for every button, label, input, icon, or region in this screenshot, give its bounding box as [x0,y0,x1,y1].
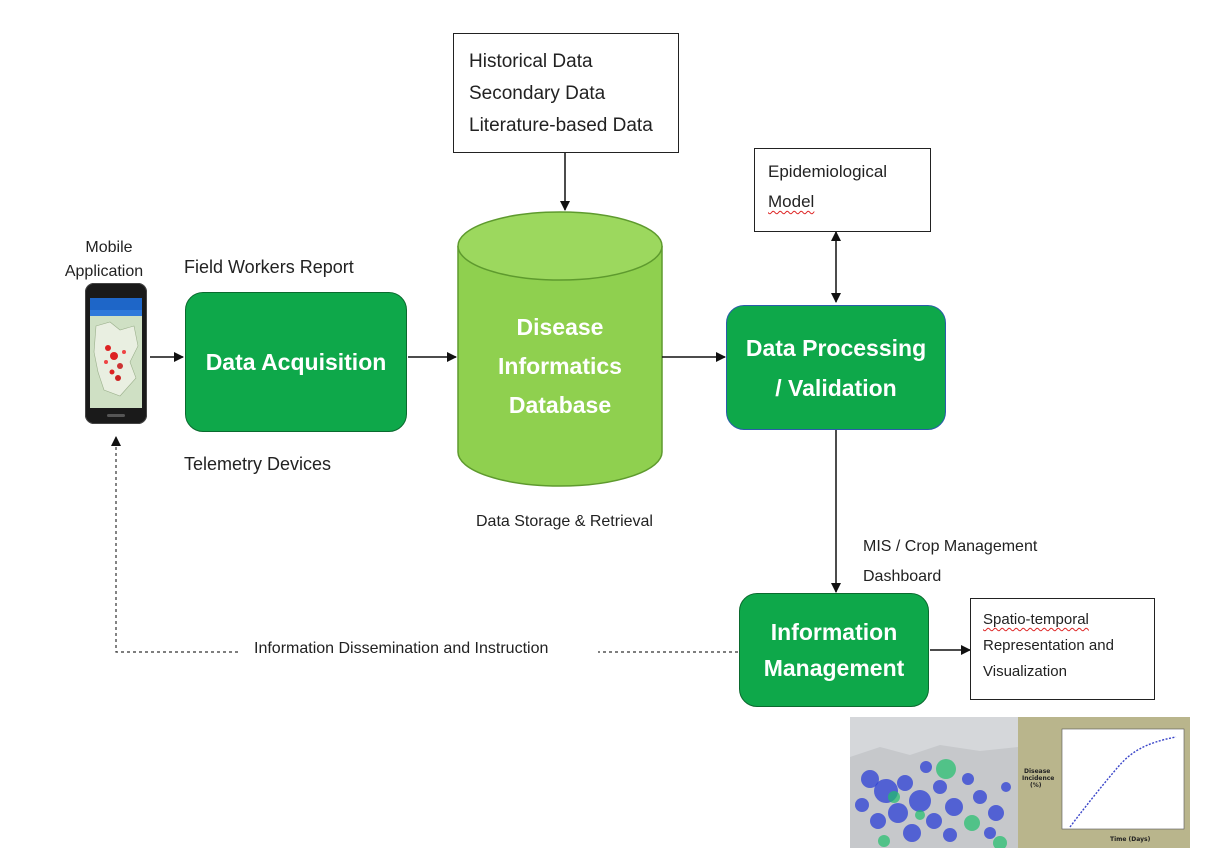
mobile-app-label: Mobile Application [56,236,152,284]
epi-model-line2: Model [768,192,815,211]
mobile-label-line1: Mobile [85,239,133,256]
spatio-line2: Representation and [983,637,1114,654]
data-acquisition-label: Data Acquisition [205,349,387,375]
chart-ylabel-3: (%) [1030,782,1042,789]
mobile-label-line2: Application [64,263,144,280]
chart-ylabel-1: Disease [1024,768,1050,775]
database-line3: Database [508,392,612,418]
database-line2: Informatics [498,353,622,379]
spatio-line1: Spatio-temporal [983,607,1154,633]
mis-line1: MIS / Crop Management [863,538,1038,555]
data-acquisition-box: Data Acquisition [185,292,407,432]
processing-line1: Data Processing [745,334,927,361]
spatio-temporal-box: Spatio-temporal Representation and Visua… [970,598,1155,700]
database-label: Disease Informatics Database [460,308,660,425]
epi-model-line1: Epidemiological [768,162,888,181]
infomgmt-line1: Information [770,619,898,645]
information-management-box: Information Management [739,593,929,707]
phone-appbar [90,298,142,310]
phone-device [85,283,147,424]
field-workers-label: Field Workers Report [184,257,354,277]
map-bubbles-image [850,717,1018,848]
chart-thumbnail: Disease Incidence (%) Time (Days) [1018,717,1190,848]
database-caption: Data Storage & Retrieval [476,513,653,530]
processing-line2: / Validation [775,374,897,401]
database-cylinder [457,211,663,487]
phone-screen [90,298,142,408]
epidemiological-model-box: Epidemiological Model [754,148,931,232]
dashed-feedback-left [111,436,238,653]
chart-ylabel-2: Incidence [1022,775,1054,782]
infomgmt-line2: Management [763,655,905,681]
spatio-line3: Visualization [983,663,1067,680]
spatio-line1-text: Spatio-temporal [983,611,1089,628]
map-thumbnail [850,717,1018,848]
chart-xlabel: Time (Days) [1110,836,1151,843]
mis-dashboard-label: MIS / Crop Management Dashboard [863,532,1037,592]
source-historical: Historical Data [469,51,593,72]
data-processing-box: Data Processing / Validation [726,305,946,430]
dissemination-label: Information Dissemination and Instructio… [254,640,549,657]
phone-tabs [90,310,142,316]
phone-map-icon [90,316,142,408]
data-sources-box: Historical Data Secondary Data Literatur… [453,33,679,153]
mis-line2: Dashboard [863,568,942,585]
incidence-curve-image: Disease Incidence (%) Time (Days) [1022,728,1185,843]
database-line1: Disease [516,314,604,340]
telemetry-label: Telemetry Devices [184,454,332,474]
phone-home-bar [107,414,125,417]
source-secondary: Secondary Data [469,83,606,104]
source-literature: Literature-based Data [469,115,653,136]
